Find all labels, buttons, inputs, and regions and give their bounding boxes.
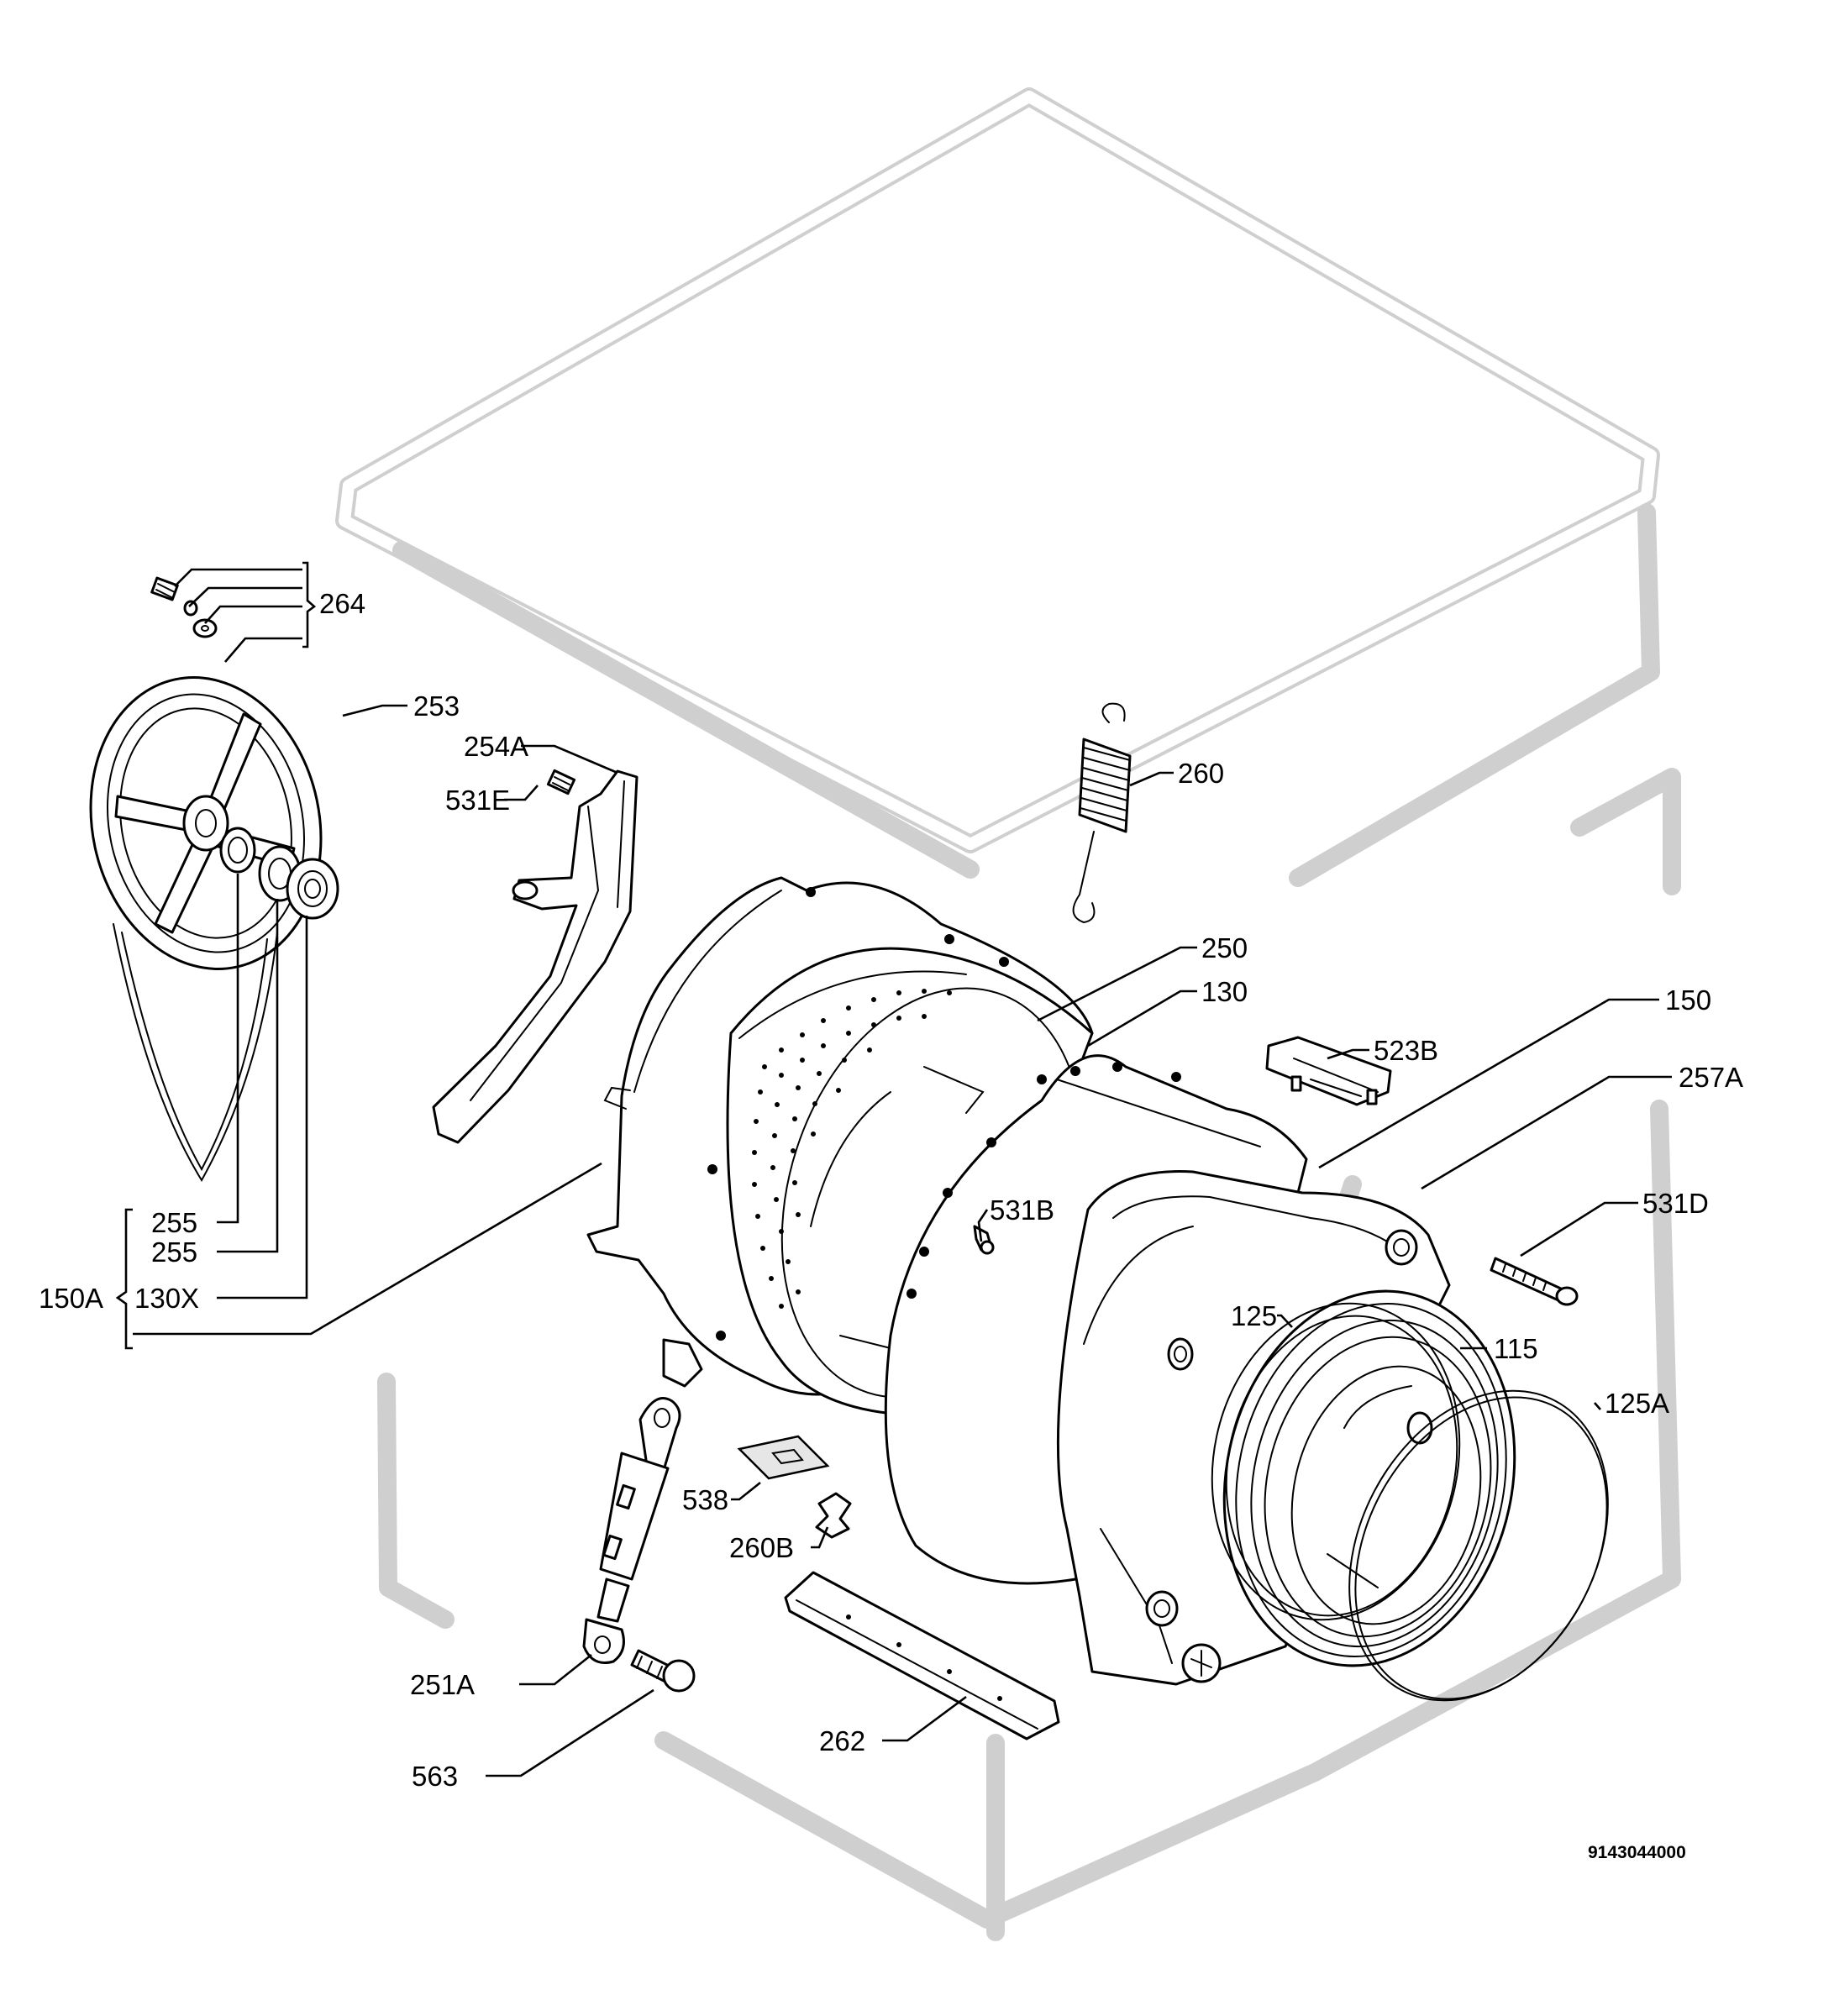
screw-kit-264	[150, 576, 218, 638]
label-115: 115	[1494, 1333, 1538, 1364]
label-531B: 531B	[990, 1194, 1054, 1226]
label-125A: 125A	[1605, 1388, 1669, 1419]
clamp-125	[1211, 1302, 1461, 1621]
screw-531D	[1490, 1257, 1579, 1306]
leader-lines	[115, 561, 1672, 1777]
part-523B	[1265, 1036, 1392, 1106]
part-labels: 264 253 254A 531E 260 250 130 150 523B 2…	[39, 588, 1743, 1862]
label-563: 563	[412, 1761, 458, 1792]
label-254A: 254A	[464, 731, 528, 762]
cabinet-outline	[335, 87, 1681, 1941]
drawing-number: 9143044000	[1588, 1843, 1686, 1862]
label-260B: 260B	[729, 1532, 794, 1563]
label-251A: 251A	[410, 1669, 475, 1700]
bolt-563	[630, 1649, 696, 1693]
label-130: 130	[1201, 976, 1248, 1007]
label-538: 538	[682, 1484, 728, 1515]
label-260: 260	[1178, 758, 1224, 789]
label-264: 264	[319, 588, 365, 619]
pad-538	[737, 1435, 830, 1480]
label-523B: 523B	[1374, 1035, 1438, 1066]
bearings-255-130x	[219, 827, 339, 920]
label-531E: 531E	[445, 785, 510, 816]
label-257A: 257A	[1679, 1062, 1743, 1093]
clip-260B	[815, 1492, 852, 1539]
screw-531E	[546, 769, 576, 795]
clamp-125A	[1348, 1389, 1609, 1702]
label-255-lower: 255	[151, 1236, 197, 1268]
spring-260	[1072, 702, 1132, 924]
weight-262	[784, 1571, 1060, 1740]
label-253: 253	[413, 690, 460, 722]
label-531D: 531D	[1642, 1188, 1709, 1219]
label-255-upper: 255	[151, 1207, 197, 1238]
bracket-254A	[432, 769, 638, 1144]
label-130X: 130X	[134, 1283, 199, 1314]
label-125: 125	[1231, 1300, 1277, 1331]
screw-531B	[973, 1225, 995, 1255]
label-150A: 150A	[39, 1283, 103, 1314]
label-250: 250	[1201, 932, 1248, 963]
shock-absorber-251A	[582, 1397, 681, 1664]
label-262: 262	[819, 1725, 865, 1756]
label-150: 150	[1665, 984, 1711, 1016]
